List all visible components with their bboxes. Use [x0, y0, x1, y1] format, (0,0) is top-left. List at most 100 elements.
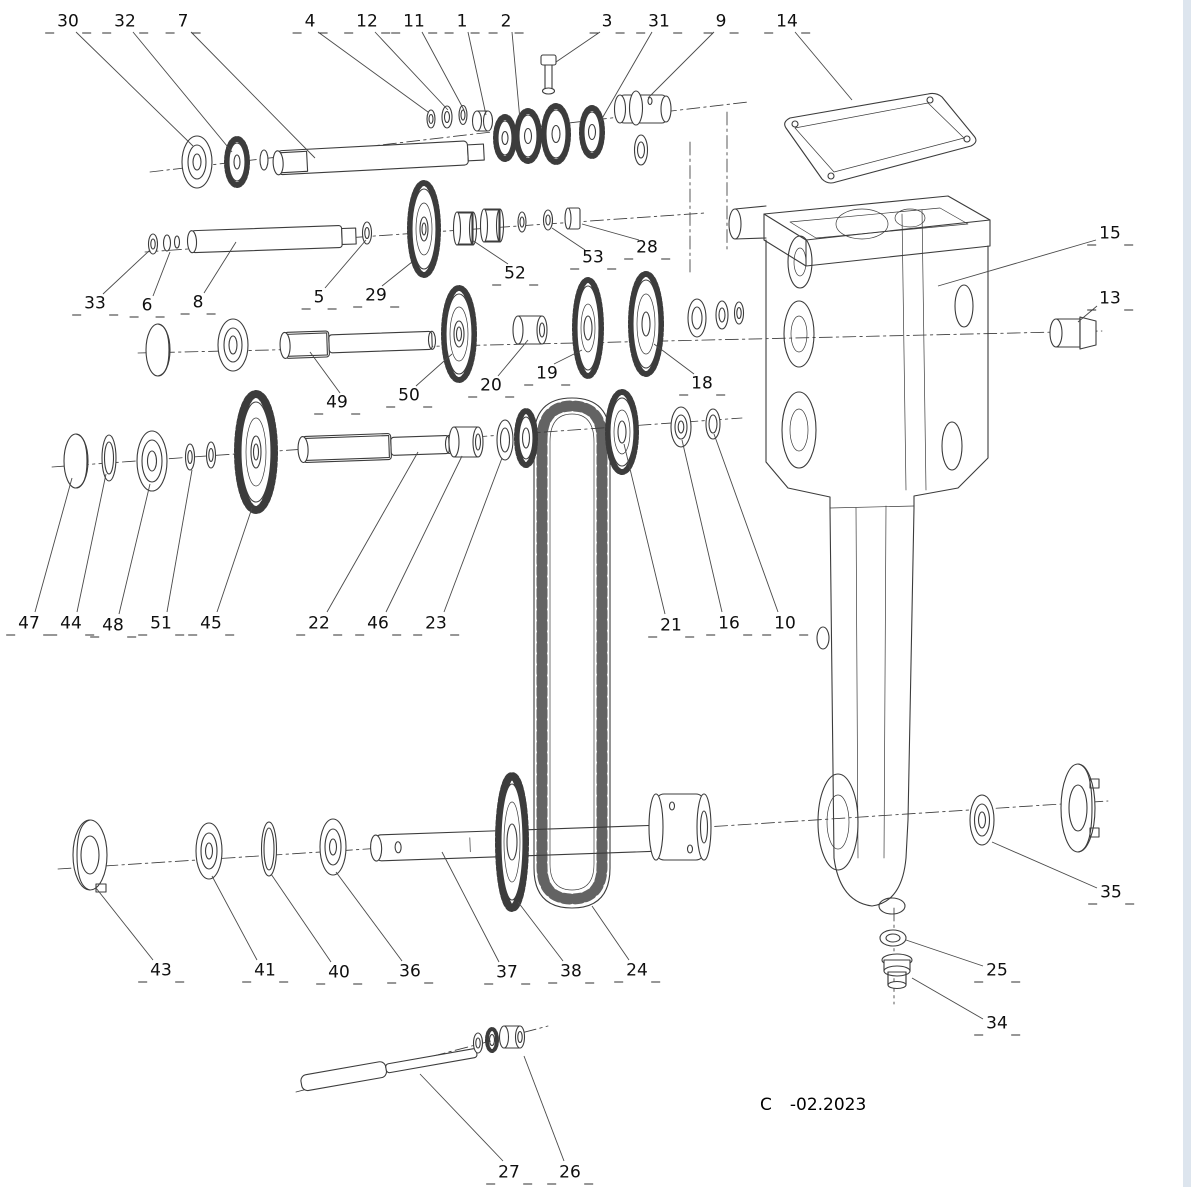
part-43-cap [72, 819, 108, 893]
callout-18: 18 [679, 375, 725, 396]
part-20-spacer [512, 315, 548, 345]
callout-7: 7 [165, 13, 201, 34]
part-6-ring [162, 234, 172, 252]
callout-16: 16 [706, 615, 752, 636]
callout-22: 22 [296, 615, 342, 636]
caption-code: -02.2023 [789, 1095, 867, 1115]
caption-prefix: C [760, 1095, 772, 1115]
part-bearing-d [687, 298, 707, 338]
top-cover-gasket [784, 92, 977, 184]
callout-5: 5 [301, 289, 337, 310]
callout-24: 24 [614, 962, 660, 983]
callout-47: 47 [6, 615, 52, 636]
part-4-washer [426, 109, 436, 129]
callout-45: 45 [188, 615, 234, 636]
part-49-shaft [279, 330, 437, 359]
part-5-washer [361, 221, 373, 245]
part-44-shim [101, 434, 117, 482]
part-53-washer [542, 209, 554, 231]
callout-40: 40 [316, 964, 362, 985]
part-washer-b [633, 134, 649, 166]
callout-29: 29 [353, 287, 399, 308]
callout-14: 14 [764, 13, 810, 34]
callout-13: 13 [1087, 290, 1133, 311]
part-48-bearing [136, 430, 168, 492]
callout-41: 41 [242, 962, 288, 983]
main-shaft-assembly [145, 271, 745, 383]
callout-28: 28 [624, 239, 670, 260]
callout-31: 31 [636, 13, 682, 34]
callout-6: 6 [129, 297, 165, 318]
part-26-fasteners [472, 1025, 526, 1054]
upper-gear-shaft-assembly [147, 180, 581, 278]
part-washer-f [205, 441, 217, 469]
callout-19: 19 [524, 365, 570, 386]
callout-23: 23 [413, 615, 459, 636]
callout-10: 10 [762, 615, 808, 636]
lock-washer [485, 1027, 499, 1053]
part-23-bearing [496, 419, 514, 461]
nut [498, 1025, 526, 1049]
callout-51: 51 [138, 615, 184, 636]
callout-38: 38 [548, 963, 594, 984]
part-7-shaft [272, 140, 485, 176]
callout-35: 35 [1088, 884, 1134, 905]
part-2-gear [493, 114, 517, 162]
callout-12: 12 [344, 13, 390, 34]
callout-36: 36 [387, 963, 433, 984]
part-washer-d [715, 300, 729, 330]
part-washer-e [733, 301, 745, 325]
part-washer-c [517, 211, 527, 233]
part-34-drain-plug [881, 953, 913, 990]
callout-37: 37 [484, 964, 530, 985]
part-16-bearing [670, 406, 692, 448]
part-19-gear [572, 277, 604, 379]
part-46-bushing [448, 426, 484, 458]
callout-4: 4 [292, 13, 328, 34]
callout-15: 15 [1087, 225, 1133, 246]
part-ring-b [173, 235, 181, 249]
drawing-caption: C -02.2023 [760, 1096, 866, 1115]
part-27-rod [300, 1048, 478, 1092]
part-bearing-c [217, 318, 249, 372]
part-end-cup [145, 323, 171, 377]
callout-52: 52 [492, 265, 538, 286]
callout-26: 26 [547, 1164, 593, 1185]
part-10-washer [705, 408, 721, 440]
part-29-gear [407, 180, 441, 278]
part-51-washer [184, 443, 196, 471]
callout-43: 43 [138, 962, 184, 983]
part-40-circlip [260, 821, 278, 877]
callout-48: 48 [90, 617, 136, 638]
callout-33: 33 [72, 295, 118, 316]
callout-30: 30 [45, 13, 91, 34]
gearbox-housing [728, 195, 991, 915]
callout-50: 50 [386, 387, 432, 408]
part-18-gear [628, 271, 664, 377]
output-shaft-assembly [72, 763, 1100, 912]
part-1-spacer [471, 110, 494, 132]
callout-20: 20 [468, 377, 514, 398]
callout-27: 27 [486, 1164, 532, 1185]
callout-46: 46 [355, 615, 401, 636]
part-small-sprocket [514, 408, 538, 468]
callout-49: 49 [314, 394, 360, 415]
part-coupling [648, 793, 712, 861]
flat-washer [472, 1032, 484, 1054]
part-gear-c [579, 105, 605, 159]
part-gear-b [514, 108, 542, 164]
callout-44: 44 [48, 615, 94, 636]
callout-8: 8 [180, 294, 216, 315]
part-38-sprocket [495, 772, 529, 912]
part-25-washer [879, 929, 907, 947]
part-28-bushing [564, 207, 581, 230]
callout-11: 11 [391, 13, 437, 34]
part-31-gear [541, 103, 571, 165]
callout-53: 53 [570, 249, 616, 270]
part-33-washer [147, 233, 159, 255]
scrollbar-track[interactable] [1183, 0, 1191, 1187]
callout-21: 21 [648, 617, 694, 638]
part-45-gear [234, 390, 278, 514]
